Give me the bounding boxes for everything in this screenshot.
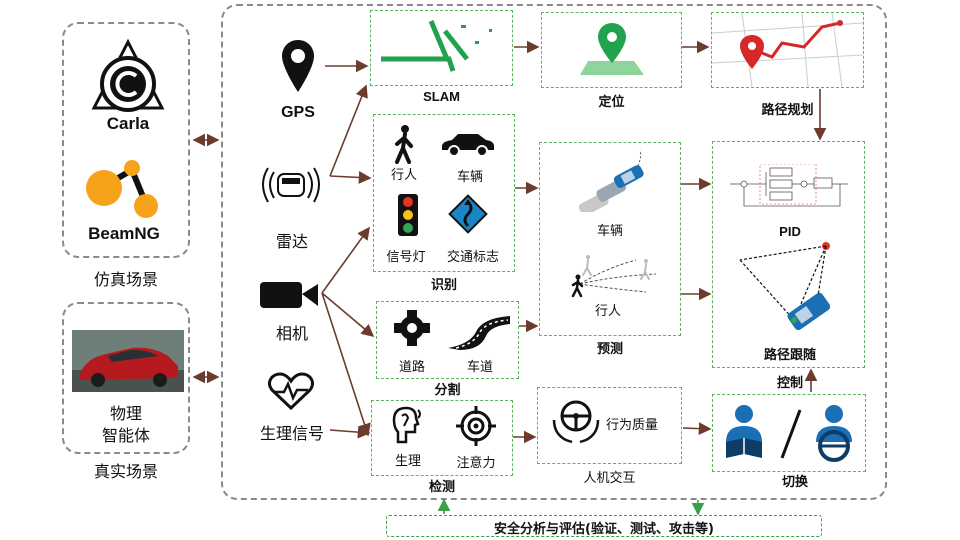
recognition-item-traffic-sign: 交通标志: [446, 250, 499, 265]
pid-block-diagram: [730, 164, 848, 207]
switch-icon: [726, 405, 852, 462]
route-map-icon: [712, 13, 863, 87]
carla-logo: [91, 38, 165, 112]
real-caption: 真实场景: [93, 462, 158, 481]
gps-pin-icon: [282, 40, 314, 92]
steering-hands-icon: [552, 400, 600, 444]
localization-label: 定位: [598, 95, 625, 110]
lane-road-icon: [448, 316, 510, 350]
traffic-light-icon: [398, 194, 418, 236]
slam-box: [370, 10, 513, 86]
path-planning-box: [711, 12, 864, 88]
agent-label-line2: 智能体: [101, 426, 150, 445]
system-group: [221, 4, 887, 500]
hmi-label: 人机交互: [583, 471, 636, 486]
roundabout-icon: [394, 310, 430, 346]
heartbeat-icon: [268, 372, 314, 410]
localization-box: [541, 12, 682, 88]
detection-item-physio: 生理: [394, 454, 421, 469]
detection-item-attention: 注意力: [456, 456, 496, 471]
hmi-box: [537, 387, 682, 464]
segmentation-item-lane: 车道: [466, 360, 493, 375]
radar-label: 雷达: [275, 232, 308, 251]
control-box: [712, 141, 865, 368]
radar-car-icon: [262, 167, 320, 203]
agent-label-line1: 物理: [109, 404, 142, 423]
camera-label: 相机: [275, 324, 308, 343]
pedestrian-trajectory-icon: [571, 255, 657, 298]
recognition-box: [373, 114, 515, 272]
footer-bar: [386, 515, 822, 537]
recognition-item-pedestrian: 行人: [390, 168, 417, 183]
recognition-item-traffic-light: 信号灯: [386, 250, 426, 265]
control-item-path-following: 路径跟随: [763, 348, 816, 363]
prediction-item-vehicle: 车辆: [596, 224, 623, 239]
beamng-logo: [86, 160, 158, 218]
hmi-item-behavior-quality: 行为质量: [605, 418, 658, 433]
slam-map-icon: [381, 20, 492, 72]
segmentation-box: [376, 301, 519, 379]
physio-label: 生理信号: [259, 424, 324, 443]
control-item-pid: PID: [779, 224, 801, 239]
simulation-group: [62, 22, 190, 258]
segmentation-item-road: 道路: [398, 360, 425, 375]
beamng-label: BeamNG: [88, 224, 160, 243]
head-mind-icon: [392, 406, 421, 444]
target-icon: [456, 406, 496, 446]
recognition-item-vehicle: 车辆: [456, 170, 483, 185]
prediction-item-pedestrian: 行人: [594, 304, 621, 319]
vehicle-trajectory-icon: [578, 149, 644, 212]
pedestrian-icon: [395, 125, 413, 164]
real-group: [62, 302, 190, 454]
footer-label: 安全分析与评估(验证、测试、攻击等): [494, 522, 714, 537]
location-pin-icon: [580, 23, 644, 75]
carla-label: Carla: [106, 114, 150, 133]
path-following-diagram: [739, 242, 831, 331]
traffic-sign-icon: [448, 194, 488, 234]
slam-label: SLAM: [423, 89, 460, 104]
gps-label: GPS: [281, 104, 315, 121]
prediction-label: 预测: [596, 342, 623, 357]
path-planning-label: 路径规划: [761, 103, 814, 118]
recognition-label: 识别: [430, 278, 457, 293]
switch-label: 切换: [781, 475, 808, 490]
red-car-photo: [72, 330, 184, 392]
segmentation-label: 分割: [434, 383, 461, 398]
detection-label: 检测: [428, 480, 455, 495]
control-label: 控制: [776, 376, 803, 391]
prediction-box: [539, 142, 681, 336]
simulation-caption: 仿真场景: [93, 270, 158, 289]
camera-icon: [260, 282, 318, 308]
car-icon: [442, 134, 494, 157]
